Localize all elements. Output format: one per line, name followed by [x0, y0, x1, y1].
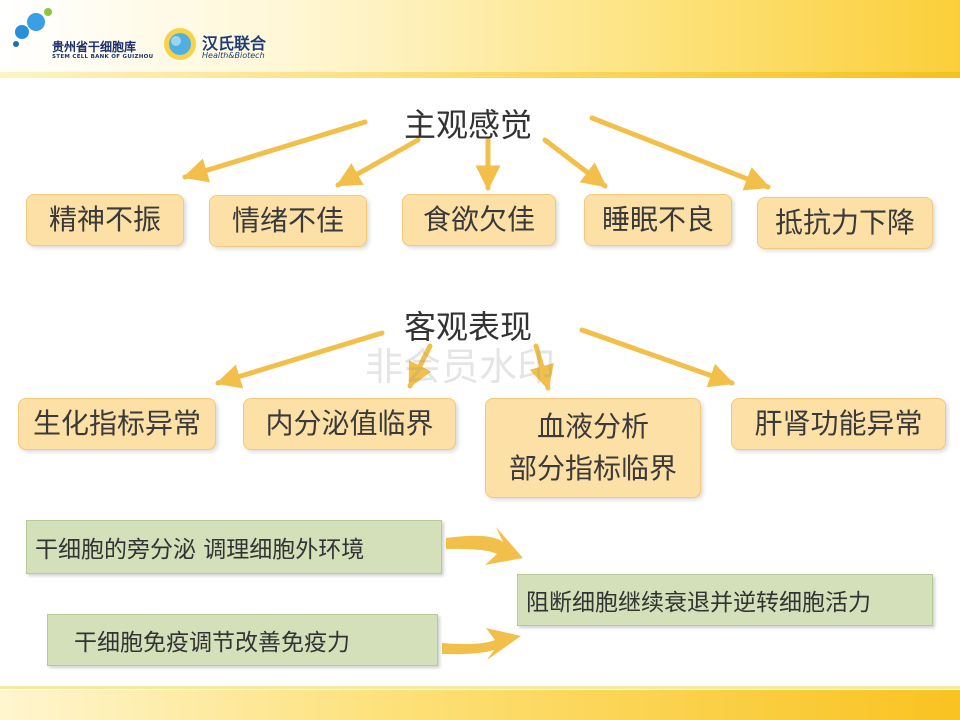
- objective-item-3: 血液分析 部分指标临界: [485, 398, 701, 498]
- subjective-item-4: 睡眠不良: [584, 194, 732, 246]
- curved-arrow-top: [446, 527, 523, 565]
- arrow-to-item-1-2: [335, 137, 421, 188]
- header-divider: [0, 72, 960, 78]
- subjective-item-1: 精神不振: [26, 194, 184, 246]
- globe-logo-icon: [164, 28, 196, 60]
- objective-item-1: 生化指标异常: [18, 398, 216, 450]
- subjective-item-5: 抵抗力下降: [757, 197, 933, 249]
- objective-title: 客观表现: [404, 308, 533, 346]
- subjective-item-3: 食欲欠佳: [402, 194, 556, 246]
- arrow-to-item-2-4: [579, 327, 735, 388]
- arrow-to-item-1-4: [542, 137, 608, 189]
- objective-item-3-line-2: 部分指标临界: [508, 452, 677, 485]
- arrow-to-item-2-1: [215, 330, 385, 389]
- curved-arrow-bottom: [442, 628, 521, 660]
- objective-item-3-line-1: 血液分析: [536, 410, 649, 443]
- logo2-english-name: Health&Biotech: [202, 51, 265, 60]
- header-banner: [0, 0, 960, 72]
- footer-banner: [0, 690, 960, 720]
- arrow-to-item-2-2: [407, 343, 433, 389]
- objective-item-4: 肝肾功能异常: [731, 398, 946, 450]
- reverse-aging-box: 阻断细胞继续衰退并逆转细胞活力: [517, 574, 933, 626]
- subjective-item-2: 情绪不佳: [209, 195, 367, 247]
- logo2-chinese-name: 汉氏联合: [202, 34, 267, 53]
- stem-cell-bank-logo: 贵州省干细胞库 STEM CELL BANK OF GUIZHOU: [12, 6, 162, 62]
- arrow-to-item-1-5: [589, 115, 771, 191]
- health-biotech-logo: 汉氏联合 Health&Biotech: [160, 24, 290, 64]
- footer-divider: [0, 686, 960, 689]
- objective-item-2: 内分泌值临界: [243, 398, 456, 450]
- molecule-logo-icon: [13, 8, 52, 47]
- logo1-english-name: STEM CELL BANK OF GUIZHOU: [52, 54, 154, 60]
- arrow-to-item-1-1: [182, 119, 368, 183]
- arrow-to-item-2-3: [529, 343, 554, 391]
- immune-box: 干细胞免疫调节改善免疫力: [47, 614, 438, 666]
- logo1-chinese-name: 贵州省干细胞库: [52, 40, 137, 54]
- paracrine-box: 干细胞的旁分泌 调理细胞外环境: [26, 520, 442, 574]
- subjective-title: 主观感觉: [404, 106, 533, 144]
- watermark: 非会员水印: [365, 345, 556, 389]
